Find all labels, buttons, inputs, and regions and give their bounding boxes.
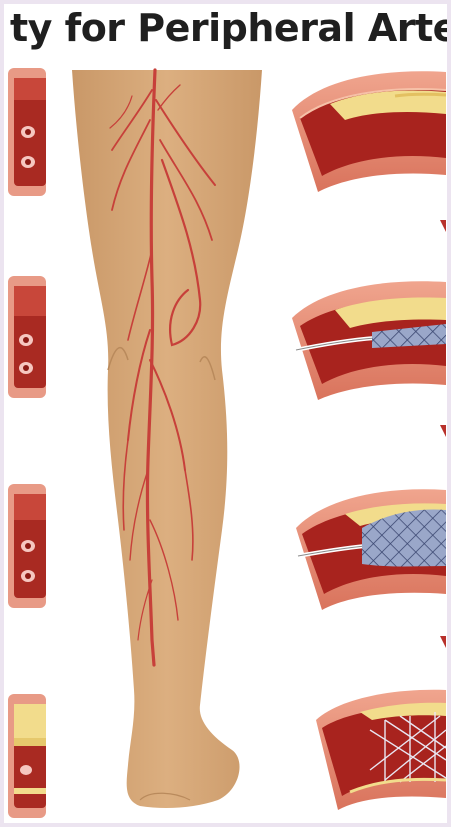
cross-section-4 [8, 694, 46, 818]
step-3-stent-expanded [296, 489, 446, 610]
arrow-2 [440, 425, 446, 437]
cross-section-1 [8, 68, 46, 196]
cross-section-3 [8, 484, 46, 608]
step-1-plaque-narrowed-artery [292, 71, 446, 192]
arrow-1 [440, 220, 446, 232]
arrow-3 [440, 636, 446, 648]
step-2-catheter-with-stent [292, 281, 446, 400]
step-4-stent-in-place [316, 690, 446, 810]
cross-section-2 [8, 276, 46, 398]
leg-illustration [72, 70, 262, 808]
